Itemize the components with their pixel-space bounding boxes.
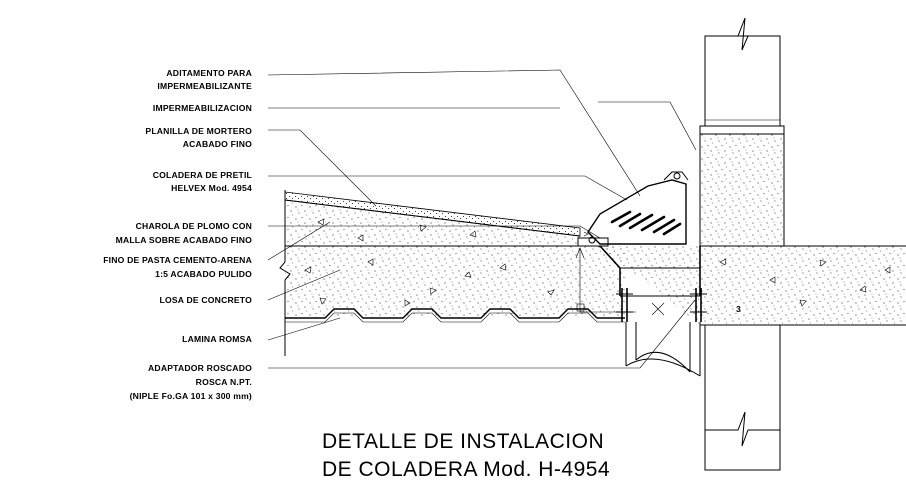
label-adaptador-1: ADAPTADOR ROSCADO [148, 363, 252, 373]
label-charola-1: CHAROLA DE PLOMO CON [136, 221, 252, 231]
slab-section [279, 190, 625, 356]
label-impermeabilizacion: IMPERMEABILIZACION [153, 103, 252, 113]
drawing-title: DETALLE DE INSTALACION DE COLADERA Mod. … [322, 430, 610, 481]
title-line-1: DETALLE DE INSTALACION [322, 430, 604, 453]
label-fino-1: FINO DE PASTA CEMENTO-ARENA [103, 255, 252, 265]
callout-labels: ADITAMENTO PARA IMPERMEABILIZANTE IMPERM… [103, 68, 741, 401]
label-lamina: LAMINA ROMSA [182, 334, 252, 344]
label-coladera-1: COLADERA DE PRETIL [153, 170, 252, 180]
parapet-wall [600, 17, 906, 471]
leader-lines [267, 69, 697, 369]
label-charola-2: MALLA SOBRE ACABADO FINO [116, 235, 253, 245]
label-coladera-2: HELVEX Mod. 4954 [171, 183, 252, 193]
label-losa: LOSA DE CONCRETO [160, 295, 253, 305]
label-adaptador-2: ROSCA N.PT. [196, 377, 252, 387]
drain-body [575, 171, 707, 377]
label-adaptador-3: (NIPLE Fo.GA 101 x 300 mm) [130, 391, 252, 401]
title-line-2: DE COLADERA Mod. H-4954 [322, 458, 610, 481]
label-aditamento-1: ADITAMENTO PARA [166, 68, 252, 78]
label-planilla-1: PLANILLA DE MORTERO [145, 126, 252, 136]
label-fino-2: 1:5 ACABADO PULIDO [155, 269, 252, 279]
dimension-mark: 3 [736, 304, 741, 314]
label-aditamento-2: IMPERMEABILIZANTE [157, 81, 252, 91]
label-planilla-2: ACABADO FINO [183, 139, 252, 149]
